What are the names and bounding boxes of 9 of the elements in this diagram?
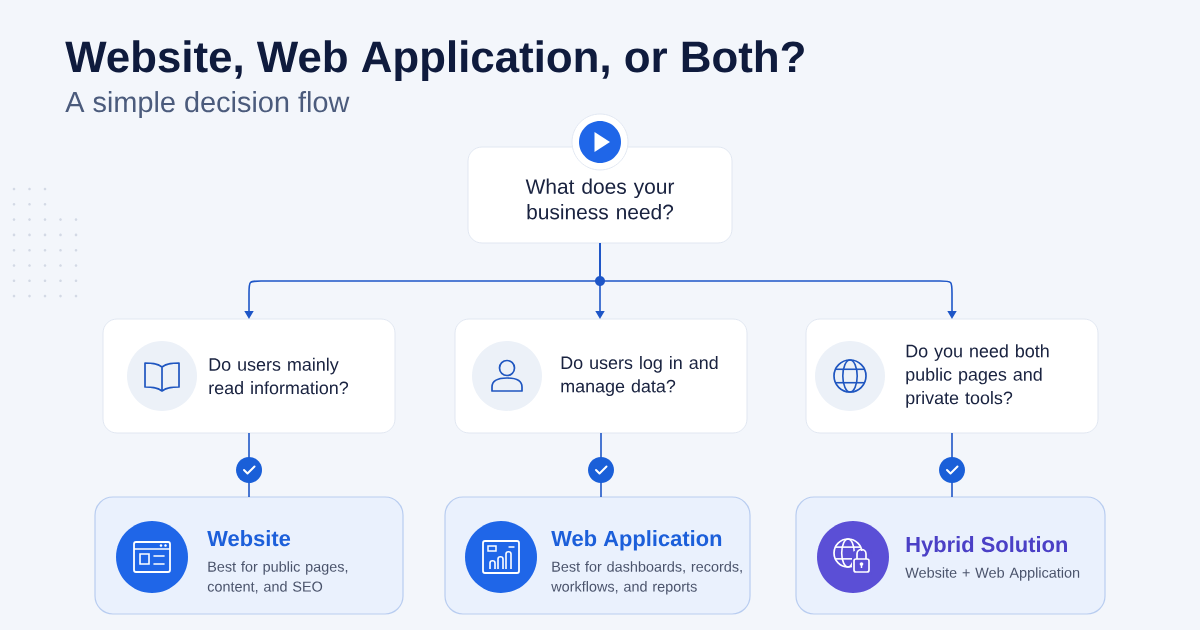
card-description: Best for dashboards, records, workflows, and reports bbox=[551, 561, 742, 595]
card-title: Website bbox=[207, 530, 291, 547]
card-description: Website + Web Application bbox=[905, 567, 1080, 581]
subtitle: A simple decision flow bbox=[65, 91, 350, 118]
title: Website, Web Application, or Both? bbox=[65, 40, 804, 82]
card-description: Best for public pages, content, and SEO bbox=[207, 561, 348, 594]
arrow bbox=[599, 242, 957, 319]
card-title: Web Application bbox=[551, 530, 722, 551]
card-title: Hybrid Solution bbox=[906, 536, 1067, 557]
